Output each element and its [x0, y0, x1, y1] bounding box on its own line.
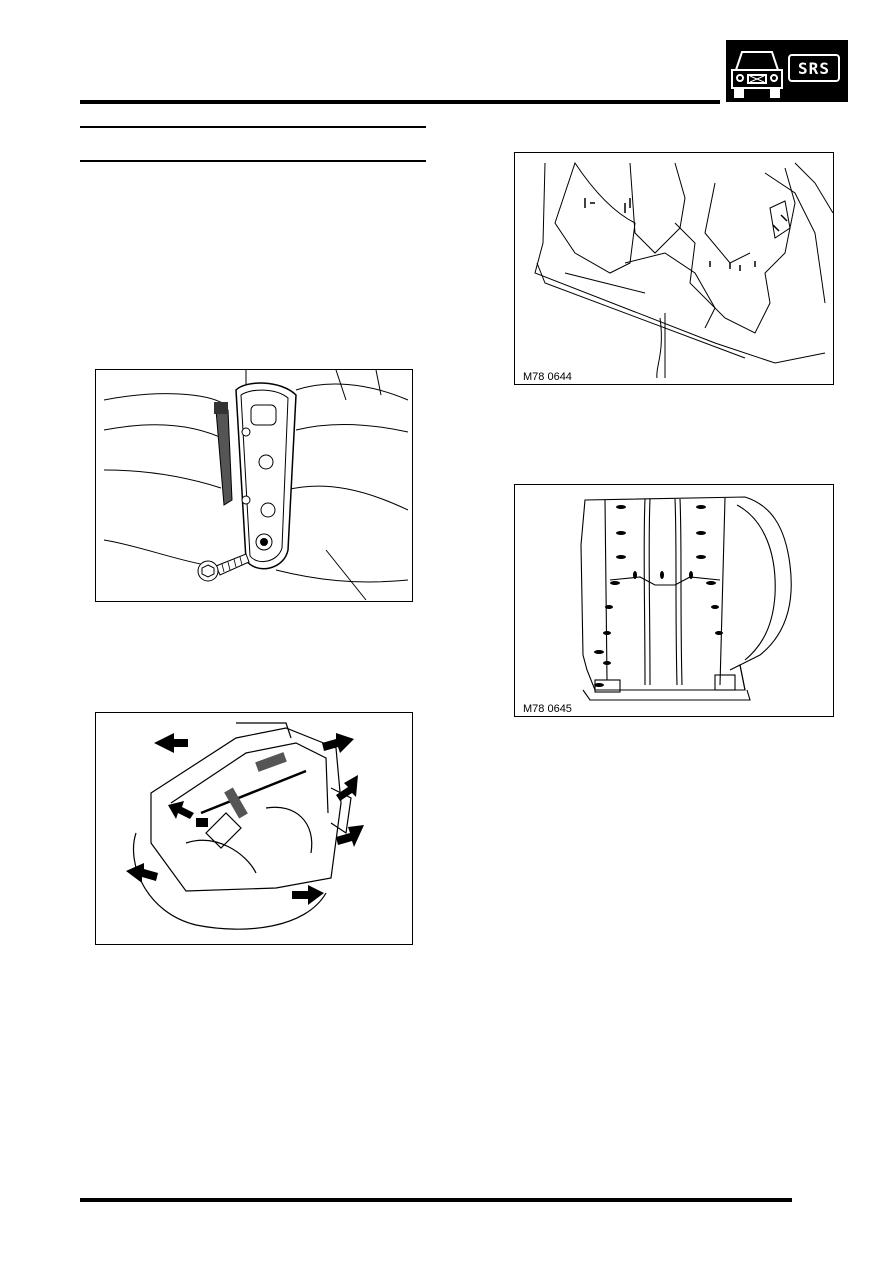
seat-cushion-clips-illustration — [580, 496, 792, 701]
section-rule-top — [80, 126, 426, 128]
seat-hinge-bolt-illustration — [103, 370, 409, 601]
footer-rule — [80, 1198, 792, 1202]
header-rule — [80, 100, 720, 104]
figure-label: M78 0644 — [523, 371, 572, 383]
figure-m78-0645: M78 0645 — [514, 484, 834, 717]
figure-label: M78 0645 — [523, 703, 572, 715]
figure-cushion-cover — [95, 712, 413, 945]
seat-cushion-cover-removal-illustration — [126, 722, 364, 930]
seat-cover-hog-rings-illustration — [534, 161, 834, 379]
srs-badge: SRS — [726, 40, 848, 102]
car-front-icon — [731, 51, 783, 98]
srs-label: SRS — [788, 54, 840, 82]
figure-m78-0644: M78 0644 — [514, 152, 834, 385]
section-rule-bottom — [80, 160, 426, 162]
figure-seat-hinge — [95, 369, 413, 602]
